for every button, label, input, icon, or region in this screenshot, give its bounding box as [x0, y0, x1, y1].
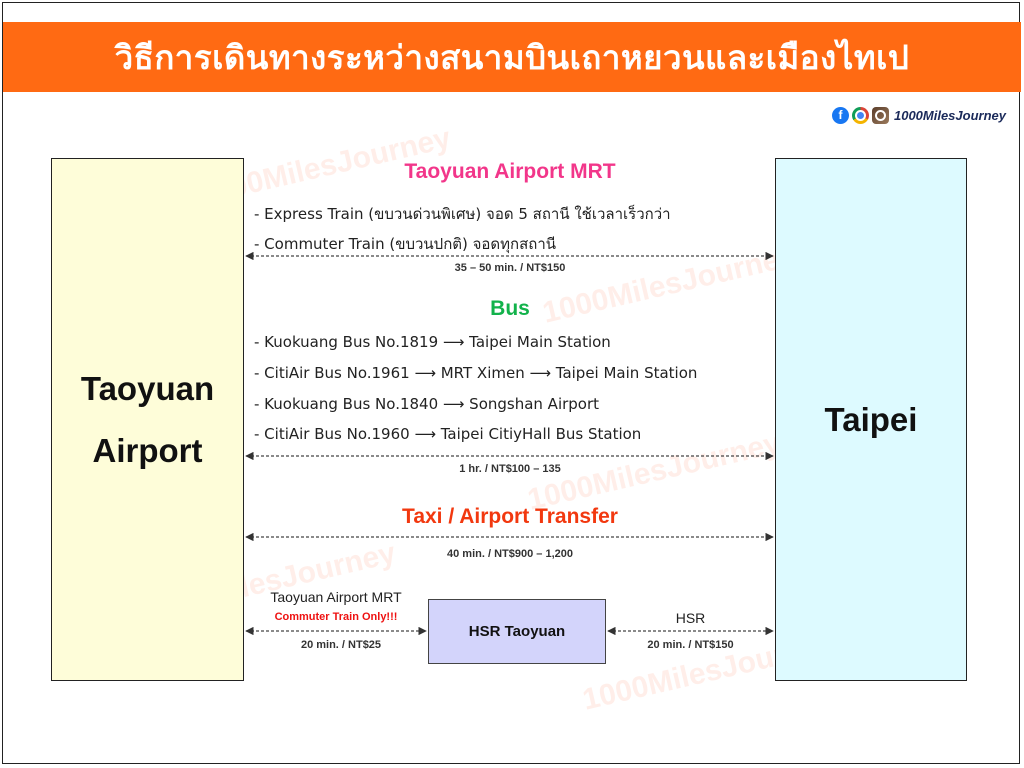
- bus-item: - Kuokuang Bus No.1840 ⟶ Songshan Airpor…: [254, 395, 600, 413]
- mrt-item: - Commuter Train (ขบวนปกติ) จอดทุกสถานี: [254, 235, 557, 253]
- hsr-taoyuan-box: HSR Taoyuan: [428, 599, 606, 664]
- bus-meta: 1 hr. / NT$100 – 135: [459, 463, 561, 475]
- origin-box-taoyuan-airport: Taoyuan Airport: [51, 158, 244, 681]
- destination-box-taipei: Taipei: [775, 158, 967, 681]
- brand-name: 1000MilesJourney: [893, 107, 1006, 123]
- destination-label: Taipei: [824, 400, 918, 438]
- bus-title: Bus: [490, 297, 530, 320]
- bus-item: - CitiAir Bus No.1961 ⟶ MRT Ximen ⟶ Taip…: [254, 364, 698, 382]
- bus-item: - CitiAir Bus No.1960 ⟶ Taipei CitiyHall…: [254, 425, 642, 443]
- hsr-left-note: Commuter Train Only!!!: [274, 611, 398, 623]
- mrt-item: - Express Train (ขบวนด่วนพิเศษ) จอด 5 สถ…: [254, 205, 671, 223]
- mrt-title: Taoyuan Airport MRT: [404, 160, 616, 183]
- hsr-box-label: HSR Taoyuan: [468, 623, 566, 640]
- taxi-meta: 40 min. / NT$900 – 1,200: [447, 548, 573, 560]
- page-title: วิธีการเดินทางระหว่างสนามบินเถาหยวนและเม…: [3, 22, 1021, 92]
- taxi-title: Taxi / Airport Transfer: [402, 505, 618, 528]
- origin-label-line1: Taoyuan: [80, 370, 215, 408]
- instagram-icon[interactable]: [871, 106, 889, 124]
- hsr-left-meta: 20 min. / NT$25: [300, 639, 382, 651]
- origin-label-line2: Airport: [92, 431, 203, 469]
- mrt-meta: 35 – 50 min. / NT$150: [454, 262, 566, 274]
- bus-item: - Kuokuang Bus No.1819 ⟶ Taipei Main Sta…: [254, 333, 611, 351]
- hsr-right-meta: 20 min. / NT$150: [647, 639, 734, 651]
- chrome-icon[interactable]: [851, 106, 869, 124]
- hsr-left-label: Taoyuan Airport MRT: [270, 589, 402, 605]
- facebook-icon[interactable]: f: [831, 106, 849, 124]
- hsr-right-label: HSR: [675, 610, 706, 626]
- brand-bar: f 1000MilesJourney: [831, 105, 1006, 125]
